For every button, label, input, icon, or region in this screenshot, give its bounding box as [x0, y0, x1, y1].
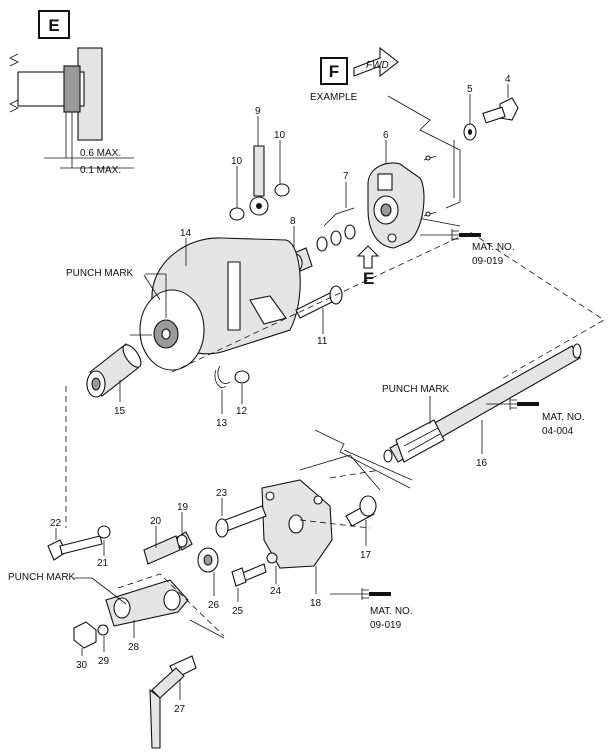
callout-6: 6 — [383, 130, 389, 141]
callout-27: 27 — [174, 704, 186, 715]
part-27-link — [149, 655, 197, 749]
fwd-arrow-icon — [353, 46, 399, 78]
inset-e-ring — [63, 65, 81, 113]
callout-30: 30 — [76, 660, 88, 671]
mat-label-lower: MAT. NO. — [370, 606, 413, 617]
part-25-bolt — [231, 563, 267, 587]
part-29-washer — [97, 624, 109, 636]
view-e-letter: E — [363, 269, 374, 288]
callout-8: 8 — [290, 216, 296, 227]
callout-19: 19 — [177, 502, 189, 513]
callout-16: 16 — [476, 458, 488, 469]
part-19-bushing — [175, 531, 193, 551]
fwd-text: FWD — [366, 60, 389, 71]
brush-icon-shaft — [509, 397, 540, 411]
part-18-bracket — [261, 479, 333, 569]
callout-22: 22 — [50, 518, 62, 529]
inset-f-badge — [320, 57, 348, 85]
brush-icon-upper — [451, 228, 482, 242]
part-30-nut — [73, 621, 97, 649]
callout-17: 17 — [360, 550, 372, 561]
callout-25: 25 — [232, 606, 244, 617]
callout-12: 12 — [236, 406, 248, 417]
part-14-motor — [139, 237, 301, 371]
mat-no-shaft: 04-004 — [542, 426, 574, 437]
part-17-pin — [345, 495, 377, 527]
callout-5: 5 — [467, 84, 473, 95]
view-e-arrow-icon — [356, 245, 380, 269]
callout-13: 13 — [216, 418, 228, 429]
part-10-washer-right — [274, 183, 290, 197]
callout-10-right: 10 — [274, 130, 286, 141]
punch-mark-shaft: PUNCH MARK — [382, 384, 450, 395]
callout-26: 26 — [208, 600, 220, 611]
part-16-shaft — [383, 343, 582, 463]
punch-mark-lower: PUNCH MARK — [8, 572, 76, 583]
part-21-washer — [97, 525, 111, 539]
part-24-washer — [266, 552, 278, 564]
part-23-bolt — [215, 505, 267, 538]
brush-icon-lower — [361, 587, 392, 601]
part-12-washer — [234, 370, 250, 384]
callout-14: 14 — [180, 228, 192, 239]
callout-23: 23 — [216, 488, 228, 499]
mat-no-upper: 09-019 — [472, 256, 504, 267]
part-9-strap — [249, 145, 269, 216]
callout-9: 9 — [255, 106, 261, 117]
example-label: EXAMPLE — [310, 92, 358, 103]
mat-label-shaft: MAT. NO. — [542, 412, 585, 423]
part-11-pin — [295, 285, 343, 319]
dim-0-6-max: 0.6 MAX. — [80, 148, 121, 159]
callout-7: 7 — [343, 171, 349, 182]
inset-f-letter: F — [329, 62, 339, 81]
callout-11: 11 — [317, 336, 328, 347]
inset-e-badge — [38, 10, 70, 39]
punch-mark-upper: PUNCH MARK — [66, 268, 134, 279]
callout-28: 28 — [128, 642, 140, 653]
part-26-bushing — [197, 547, 219, 573]
callout-15: 15 — [114, 406, 126, 417]
part-15-sleeve — [86, 343, 142, 398]
inset-e-letter: E — [48, 16, 59, 35]
part-10-washer-left — [229, 207, 245, 221]
part-6-bracket — [367, 162, 425, 249]
part-28-lever — [105, 579, 189, 627]
part-22-bolt — [47, 535, 103, 561]
part-20-clip — [143, 535, 181, 565]
part-7-washers — [316, 207, 356, 252]
part-13-clip — [214, 365, 231, 388]
callout-10-left: 10 — [231, 156, 243, 167]
callout-21: 21 — [97, 558, 109, 569]
inset-f: F FWD EXAMPLE — [310, 46, 399, 103]
mat-no-lower: 09-019 — [370, 620, 402, 631]
mat-label-upper: MAT. NO. — [472, 242, 515, 253]
callout-29: 29 — [98, 656, 110, 667]
dim-0-1-max: 0.1 MAX. — [80, 165, 121, 176]
callout-18: 18 — [310, 598, 322, 609]
callout-24: 24 — [270, 586, 282, 597]
inset-e: E 0.6 MAX. 0.1 MAX. — [9, 10, 134, 176]
part-4-bolt — [482, 97, 519, 124]
callouts: 4 5 6 7 8 9 10 10 11 12 13 14 15 16 17 1… — [50, 74, 511, 715]
callout-4: 4 — [505, 74, 511, 85]
callout-20: 20 — [150, 516, 162, 527]
